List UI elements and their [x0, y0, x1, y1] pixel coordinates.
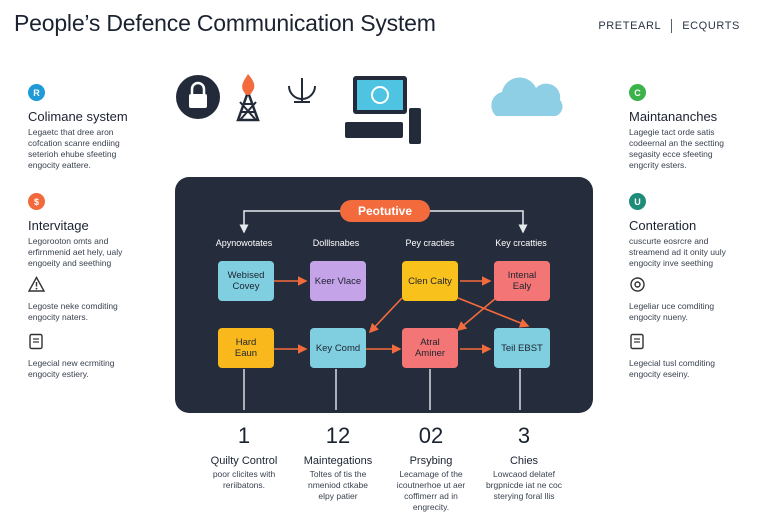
page-title: People’s Defence Communication System — [14, 10, 436, 36]
document-icon — [630, 333, 644, 350]
link-icon — [630, 277, 645, 292]
step-text: poor clicites with reriibatons. — [212, 469, 276, 490]
bottom-step-4: 3 Chies Lowcaod delatef brgpnicde iat ne… — [469, 423, 579, 502]
bottom-step-3: 02 Prsybing Lecamage of the icoutnerhoe … — [376, 423, 486, 512]
column-header: Pey cracties — [405, 238, 455, 248]
section-text: Legaetc that dree aron cofcation scanre … — [28, 127, 120, 170]
flow-box: Atral Aminer — [402, 328, 458, 368]
nav-link-1[interactable]: PRETEARL — [598, 20, 662, 32]
section-text: Lagegie tact orde satis codeernal an the… — [629, 127, 724, 170]
bottom-step-1: 1 Quilty Control poor clicites with reri… — [189, 423, 299, 491]
section-heading: Intervitage — [28, 218, 89, 233]
section-heading: Conteration — [629, 218, 697, 233]
lock-icon — [176, 75, 220, 119]
flow-box: Webised Covey — [218, 261, 274, 301]
section-heading: Colimane system — [28, 109, 128, 124]
nav-divider — [671, 19, 673, 33]
top-nav: PRETEARL ECQURTS — [598, 19, 740, 33]
step-title: Maintegations — [303, 455, 373, 467]
flow-box: Key Comd — [310, 328, 366, 368]
step-number: 12 — [325, 423, 351, 448]
right-section-2: U Conteration cuscurte eosrcre and strea… — [629, 193, 768, 269]
right-section-4: Legecial tusl comditing engocity eseiny. — [629, 333, 768, 380]
document-icon — [29, 333, 43, 350]
section-text: Legecial new ecrmiting engocity estiery. — [28, 358, 115, 379]
flow-box: Hard Eaun — [218, 328, 274, 368]
bottom-step-2: 12 Maintegations Toltes of tis the nmeni… — [283, 423, 393, 502]
section-text: Legeliar uce comditing engocity nueny. — [629, 301, 715, 322]
warning-icon — [27, 276, 46, 292]
top-icon-row — [176, 74, 563, 144]
column-header: Dolllsnabes — [312, 238, 360, 248]
cloud-icon — [491, 77, 563, 116]
step-title: Quilty Control — [210, 455, 278, 467]
step-text: Lecamage of the icoutnerhoe ut aer coffi… — [396, 469, 466, 512]
section-text: cuscurte eosrcre and streamend ad it oni… — [629, 236, 726, 268]
dollar-badge-icon: $ — [28, 193, 45, 210]
radio-tower-icon — [236, 74, 260, 122]
step-number: 1 — [237, 423, 251, 448]
step-title: Chies — [509, 455, 539, 467]
left-section-2: $ Intervitage Legorooton omts and erfirn… — [28, 193, 178, 269]
info-badge-icon: R — [28, 84, 45, 101]
antenna-signal-icon — [288, 78, 316, 103]
left-section-3: Legoste neke comditing engocity naters. — [27, 276, 178, 323]
step-number: 02 — [418, 423, 444, 448]
section-heading: Maintananches — [629, 109, 718, 124]
step-title: Prsybing — [409, 455, 453, 467]
right-section-3: Legeliar uce comditing engocity nueny. — [629, 276, 768, 323]
step-text: Lowcaod delatef brgpnicde iat ne coc ste… — [485, 469, 563, 501]
flow-box: Clen Calty — [402, 261, 458, 301]
column-header: Key crcatties — [495, 238, 547, 248]
shield-badge-icon: U — [629, 193, 646, 210]
left-section-1: R Colimane system Legaetc that dree aron… — [28, 84, 178, 171]
section-text: Legoste neke comditing engocity naters. — [28, 301, 118, 322]
nav-link-2[interactable]: ECQURTS — [682, 20, 740, 32]
section-text: Legorooton omts and erfirnmenid aet hely… — [28, 236, 123, 268]
left-section-4: Legecial new ecrmiting engocity estiery. — [28, 333, 178, 380]
right-section-1: C Maintananches Lagegie tact orde satis … — [629, 84, 768, 171]
flow-box: Intenal Ealy — [494, 261, 550, 301]
check-badge-icon: C — [629, 84, 646, 101]
computer-icon — [345, 76, 421, 144]
flow-box: Teil EBST — [494, 328, 550, 368]
feedback-pill: Peotutive — [340, 200, 430, 222]
flow-box: Keer Vlace — [310, 261, 366, 301]
step-text: Toltes of tis the nmeniod ctkabe elpy pa… — [307, 469, 368, 501]
section-text: Legecial tusl comditing engocity eseiny. — [629, 358, 715, 379]
step-number: 3 — [517, 423, 531, 448]
column-header: Apynowotates — [215, 238, 273, 248]
